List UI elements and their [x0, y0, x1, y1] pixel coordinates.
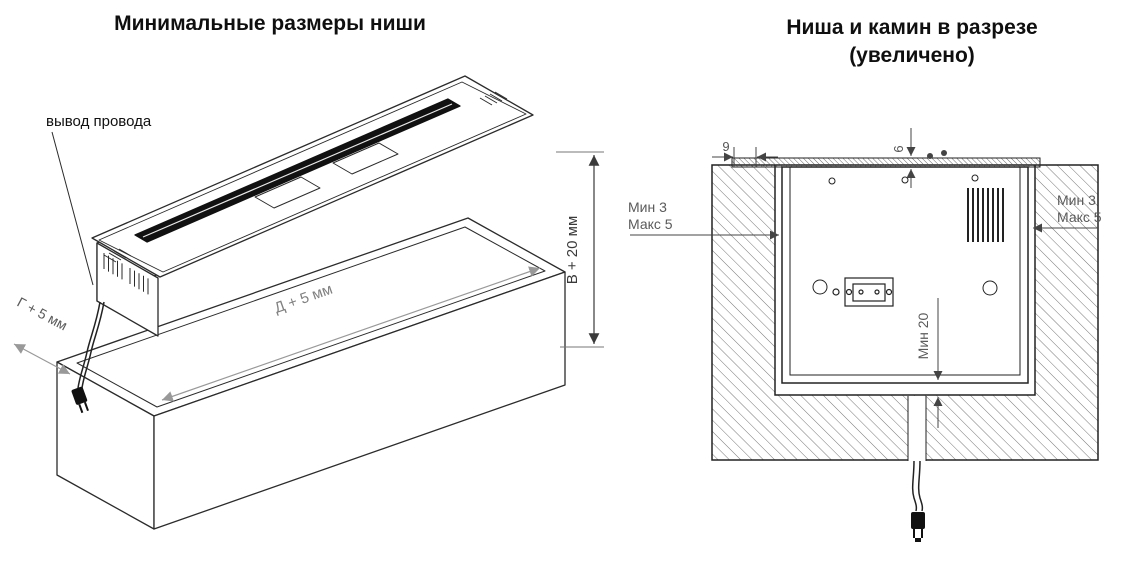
fireplace-insert [91, 75, 534, 337]
flange-grille-left [103, 248, 132, 263]
niche-section-drawing: 9 6 Мин 3 Макс 5 Мин 3 Макс 5 Мин 20 [628, 128, 1102, 542]
section-power-cord [911, 460, 924, 512]
hole-right-large [982, 280, 998, 296]
right-gap-min-label: Мин 3 [1057, 192, 1096, 208]
right-diagram-title: Ниша и камин в разрезе (увеличено) [732, 14, 1092, 71]
flange-screw-1 [927, 153, 933, 159]
dim-flange-thickness-label: 6 [891, 145, 906, 152]
right-title-line1: Ниша и камин в разрезе [786, 16, 1038, 39]
left-diagram-title: Минимальные размеры ниши [114, 12, 426, 35]
wire-outlet-label: вывод провода [46, 113, 152, 130]
insert-top-flange [91, 75, 534, 278]
dim-right-gap-group: Мин 3 Макс 5 [1033, 192, 1102, 233]
insert-end-face [96, 242, 159, 337]
right-gap-max-label: Макс 5 [1057, 209, 1102, 225]
dim-depth-label: Г + 5 мм [15, 294, 71, 334]
end-face-grille-1 [103, 253, 123, 280]
vent-grille [967, 188, 1004, 242]
dim-overhang-group: 9 [712, 139, 778, 167]
hole-left-large [812, 279, 828, 295]
flange-grille-right [479, 91, 508, 106]
dim-bottom-gap-label: Мин 20 [915, 312, 931, 359]
connector-side-hole [832, 288, 840, 296]
dim-bottom-gap-group: Мин 20 [915, 298, 943, 428]
power-plug-icon [71, 386, 89, 414]
dim-overhang-label: 9 [722, 139, 729, 154]
insert-top-inner-rim [98, 81, 527, 273]
dim-height-label: В + 20 мм [564, 216, 581, 285]
connector-box [832, 277, 894, 307]
power-cord [77, 301, 105, 389]
right-title-line2: (увеличено) [849, 44, 975, 68]
dim-height-group: В + 20 мм [556, 151, 604, 348]
casing-top-flange [731, 157, 1041, 168]
left-gap-max-label: Макс 5 [628, 216, 673, 232]
section-plug-icon [911, 512, 925, 542]
mounting-holes [812, 174, 998, 296]
wire-label-group: вывод провода [46, 113, 152, 286]
left-gap-min-label: Мин 3 [628, 199, 667, 215]
flange-screw-2 [941, 150, 947, 156]
control-panel-1 [254, 176, 321, 209]
control-panel-2 [332, 142, 399, 175]
niche-isometric-drawing: Д + 5 мм Г + 5 мм В + 20 мм [13, 75, 604, 530]
dim-left-gap-group: Мин 3 Макс 5 [628, 199, 779, 240]
end-face-grille-2 [129, 268, 149, 295]
burner-slot [142, 103, 453, 238]
fireplace-casing [731, 150, 1041, 384]
dim-flange-thickness-group: 6 [891, 128, 916, 188]
wire-channel [907, 396, 927, 462]
